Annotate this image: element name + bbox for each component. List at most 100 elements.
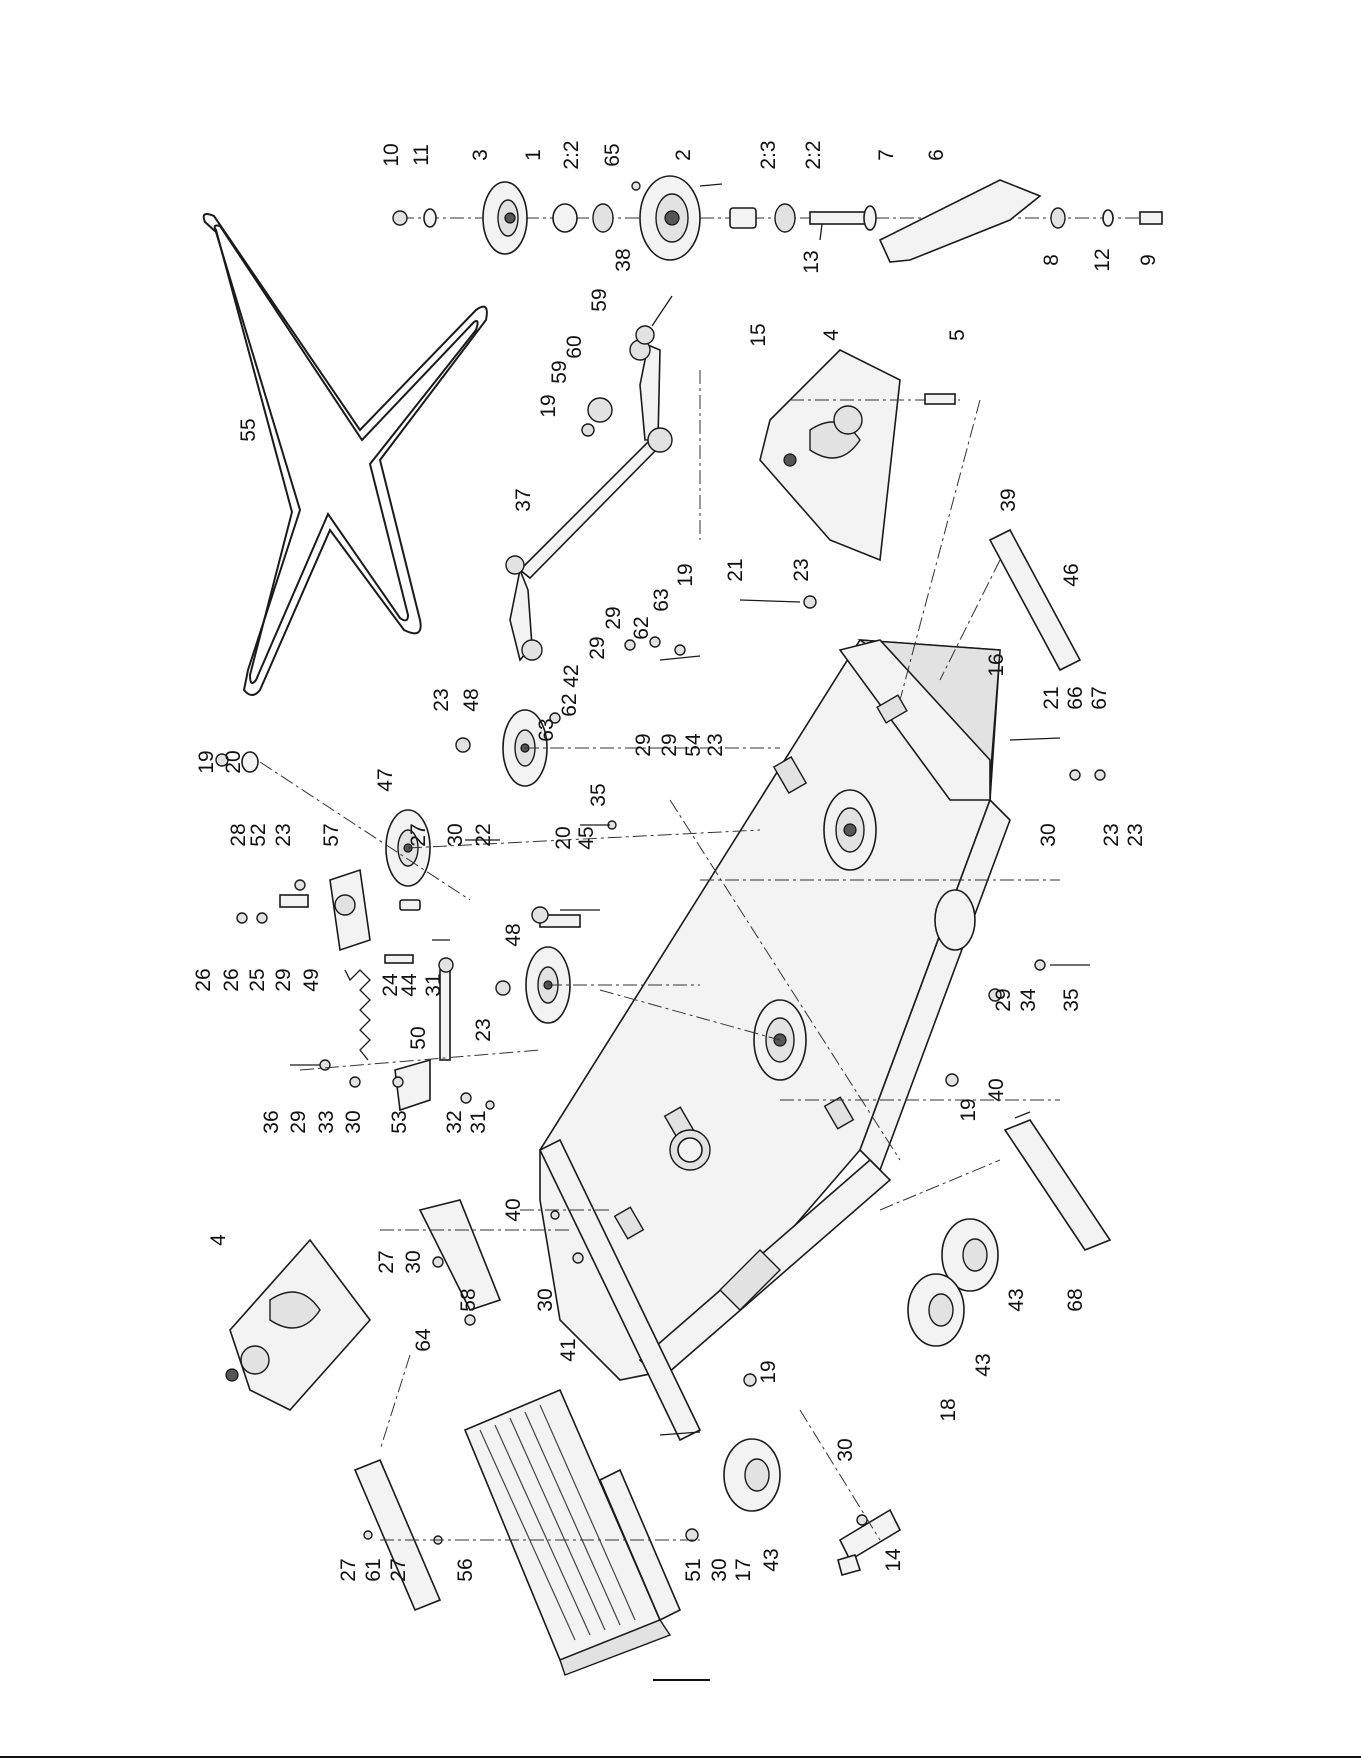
callout-label: 54 [682,733,705,757]
callout-label: 67 [1088,686,1111,709]
callout-label: 23 [272,823,295,846]
callout-label: 29 [272,968,295,991]
callout-label: 43 [972,1353,995,1376]
callout-label: 23 [704,733,727,756]
idler-arm [505,295,673,662]
callout-label: 55 [237,418,260,441]
blade-cover-right [759,349,960,562]
callout-label: 44 [398,973,421,997]
callout-label: 12 [1091,248,1114,271]
callout-label: 30 [834,1438,857,1461]
callout-label: 58 [457,1288,480,1311]
callout-label: 21 [1040,686,1063,709]
callout-label: 30 [444,823,467,846]
callout-label: 27 [375,1250,398,1273]
chute-brackets [353,1199,682,1622]
callout-label: 60 [563,335,586,358]
callout-label: 31 [422,973,445,996]
callout-label: 45 [575,826,598,849]
callout-label: 56 [454,1558,477,1581]
callout-label: 10 [380,143,403,166]
callout-label: 23 [1124,823,1147,846]
callout-label: 28 [227,823,250,846]
callout-label: 43 [760,1548,783,1571]
callout-label: 53 [388,1110,411,1133]
callout-label: 17 [732,1558,755,1581]
callout-label: 57 [320,823,343,846]
callout-label: 19 [674,563,697,586]
callout-label: 19 [537,394,560,417]
callout-label: 2:2 [802,140,825,169]
callout-label: 59 [548,360,571,383]
callout-label: 64 [412,1328,435,1352]
callout-label: 27 [387,1558,410,1581]
callout-label: 35 [1060,988,1083,1011]
fasteners [215,595,1106,1545]
callout-label: 19 [957,1098,980,1121]
callout-label: 22 [472,823,495,846]
callout-label: 63 [650,588,673,611]
spindle-assembly [392,175,1163,263]
callout-label: 37 [512,488,535,511]
guide-lines [259,370,1060,1541]
callout-label: 27 [407,823,430,846]
callout-label: 29 [992,988,1015,1011]
callout-label: 30 [402,1250,425,1273]
callout-label: 9 [1137,254,1160,266]
callout-label: 49 [300,968,323,991]
callout-label: 24 [379,973,402,997]
callout-label: 65 [601,143,624,166]
callout-label: 39 [997,488,1020,511]
callout-label: 38 [612,248,635,271]
callout-label: 32 [443,1110,466,1133]
callout-label: 61 [362,1558,385,1581]
callout-label: 20 [222,750,245,773]
callout-label: 30 [534,1288,557,1311]
callout-label: 18 [937,1398,960,1421]
callout-label: 2 [672,149,695,161]
callout-label: 3 [469,149,492,161]
callout-label: 34 [1017,988,1040,1012]
callout-label: 48 [502,923,525,946]
callout-label: 41 [557,1338,580,1361]
callout-label: 68 [1064,1288,1087,1311]
callout-label: 4 [207,1234,230,1246]
callout-label: 62 [558,693,581,716]
callout-label: 36 [260,1110,283,1133]
callout-label: 23 [790,558,813,581]
callout-label: 30 [708,1558,731,1581]
callout-label: 2:2 [560,140,583,169]
callout-label: 14 [882,1548,905,1572]
callout-label: 29 [658,733,681,756]
callout-label: 40 [985,1078,1008,1101]
callout-label: 15 [747,323,770,346]
callout-label: 13 [800,250,823,273]
callout-label: 26 [220,968,243,991]
callout-label: 48 [460,688,483,711]
callout-label: 40 [502,1198,525,1221]
braces [837,528,1112,1576]
callout-label: 29 [586,636,609,659]
callout-label: 46 [1060,563,1083,586]
callout-label: 29 [632,733,655,756]
callout-label: 29 [602,606,625,629]
callout-label: 42 [560,664,583,687]
callout-label: 19 [195,750,218,773]
callout-label: 62 [630,616,653,639]
callout-label: 63 [535,718,558,741]
callout-label: 16 [985,653,1008,676]
callout-label: 30 [342,1110,365,1133]
gauge-wheels [723,1218,999,1512]
callout-label: 33 [315,1110,338,1133]
callout-label: 11 [410,144,433,166]
callout-label: 29 [287,1110,310,1133]
callout-label: 31 [467,1110,490,1133]
callout-label: 23 [472,1018,495,1041]
tension-assembly [279,868,581,1112]
callout-label: 23 [430,688,453,711]
callout-label: 5 [946,329,969,341]
blade-cover-left [225,1238,372,1411]
callout-label: 1 [522,149,545,161]
